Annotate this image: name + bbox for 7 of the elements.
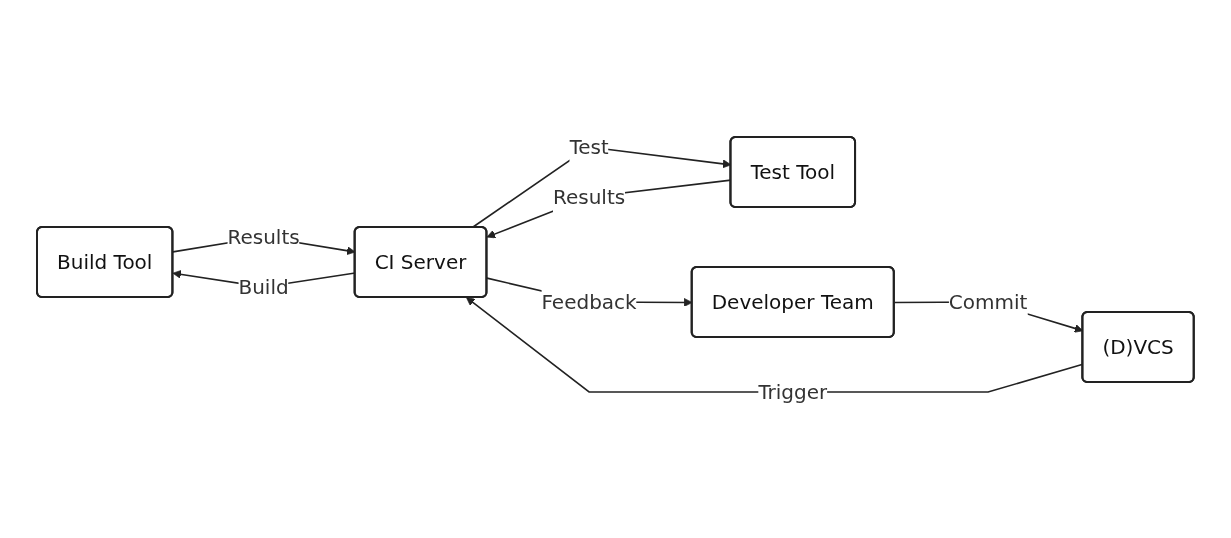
edge-label: Feedback	[541, 289, 637, 314]
edge-label: Build	[238, 274, 289, 299]
edge-label: Results	[553, 184, 626, 209]
edge-label: Test	[569, 134, 609, 159]
edge-label: Trigger	[758, 379, 828, 404]
edge-label: Commit	[948, 289, 1028, 314]
edge-label: Results	[227, 224, 300, 249]
